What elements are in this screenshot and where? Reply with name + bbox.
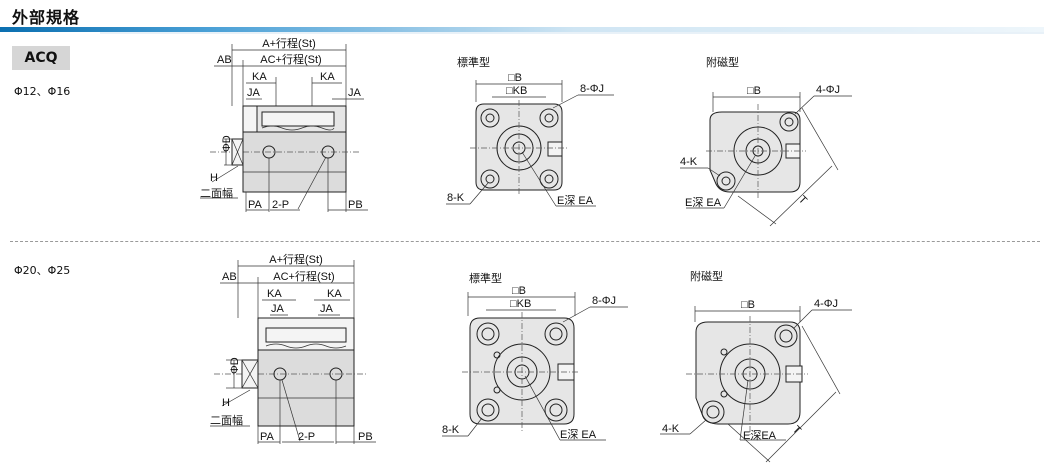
series-badge: ACQ: [12, 46, 70, 70]
dim-pb-label-2: PB: [358, 431, 373, 443]
dim-ac-label: AC+行程(St): [260, 53, 321, 66]
dim-h-label: H: [210, 172, 218, 184]
dim-ka-left-label: KA: [252, 71, 267, 83]
dim-ja-left-label: JA: [247, 87, 261, 99]
std-b-label-2: □B: [512, 285, 526, 297]
size-label-2: Φ20、Φ25: [14, 264, 71, 277]
title-underline-shadow: [100, 32, 1044, 34]
dim-ja-left-label-2: JA: [271, 303, 285, 315]
mag-j-label-2: 4-ΦJ: [814, 298, 838, 310]
dim-ka-right-label-2: KA: [327, 288, 342, 300]
dim-h-label-2: H: [222, 397, 230, 409]
mag-ea-label-2: E深EA: [743, 429, 777, 442]
side-view-1: A+行程(St) AC+行程(St) AB KA KA JA JA: [200, 37, 368, 212]
side-view-2: A+行程(St) AC+行程(St) AB KA KA JA JA ΦD H 二…: [210, 253, 376, 444]
dim-p-label-2: 2-P: [298, 431, 315, 443]
std-ea-label-1: E深 EA: [557, 194, 594, 207]
magnetic-front-view-1: 附磁型 □B 4-ΦJ 4-K E深 EA T: [680, 55, 852, 227]
dim-flats-label: 二面幅: [200, 187, 233, 200]
std-b-label-1: □B: [508, 72, 522, 84]
std-j-label-1: 8-ΦJ: [580, 83, 604, 95]
dim-ka-right-label: KA: [320, 71, 335, 83]
dim-od-label: ΦD: [221, 135, 233, 152]
mag-j-label-1: 4-ΦJ: [816, 84, 840, 96]
std-kb-label-2: □KB: [510, 298, 531, 310]
dim-pa-label-2: PA: [260, 431, 275, 443]
std-title-1: 標準型: [457, 55, 490, 69]
page-title: 外部規格: [12, 8, 81, 27]
dim-ja-right-label-2: JA: [320, 303, 334, 315]
mag-t-label-2: T: [790, 424, 803, 437]
mag-ea-label-1: E深 EA: [685, 196, 722, 209]
magnetic-front-view-2: 附磁型 □B 4-ΦJ 4-K E深EA T: [660, 269, 852, 463]
section-divider: [10, 241, 1040, 242]
std-k-label-2: 8-K: [442, 424, 460, 436]
dim-flats-label-2: 二面幅: [210, 414, 243, 427]
dim-ja-right-label: JA: [348, 87, 362, 99]
mag-t-label-1: T: [796, 194, 809, 207]
standard-front-view-1: 標準型 □B □KB 8-ΦJ 8-K E深 EA: [446, 55, 614, 207]
size-label-1: Φ12、Φ16: [14, 85, 71, 98]
dim-pb-label: PB: [348, 199, 363, 211]
std-k-label-1: 8-K: [447, 192, 465, 204]
mag-k-label-1: 4-K: [680, 156, 698, 168]
mag-k-label-2: 4-K: [662, 423, 680, 435]
title-underline-bar: [0, 27, 1044, 32]
std-kb-label-1: □KB: [506, 85, 527, 97]
dim-a-label: A+行程(St): [262, 37, 315, 50]
dim-ab-label-2: AB: [222, 271, 237, 283]
dim-ab-label: AB: [217, 54, 232, 66]
std-title-2: 標準型: [469, 271, 502, 285]
dim-od-label-2: ΦD: [229, 357, 241, 374]
dim-a-label-2: A+行程(St): [269, 253, 322, 266]
std-j-label-2: 8-ΦJ: [592, 295, 616, 307]
mag-title-2: 附磁型: [690, 269, 723, 283]
dim-ac-label-2: AC+行程(St): [273, 270, 334, 283]
dim-ka-left-label-2: KA: [267, 288, 282, 300]
mag-b-label-2: □B: [741, 299, 755, 311]
dim-pa-label: PA: [248, 199, 263, 211]
standard-front-view-2: 標準型 □B □KB 8-ΦJ 8-K E深 EA: [442, 271, 628, 441]
mag-b-label-1: □B: [747, 85, 761, 97]
std-ea-label-2: E深 EA: [560, 428, 597, 441]
dim-p-label: 2-P: [272, 199, 289, 211]
mag-title-1: 附磁型: [706, 55, 739, 69]
